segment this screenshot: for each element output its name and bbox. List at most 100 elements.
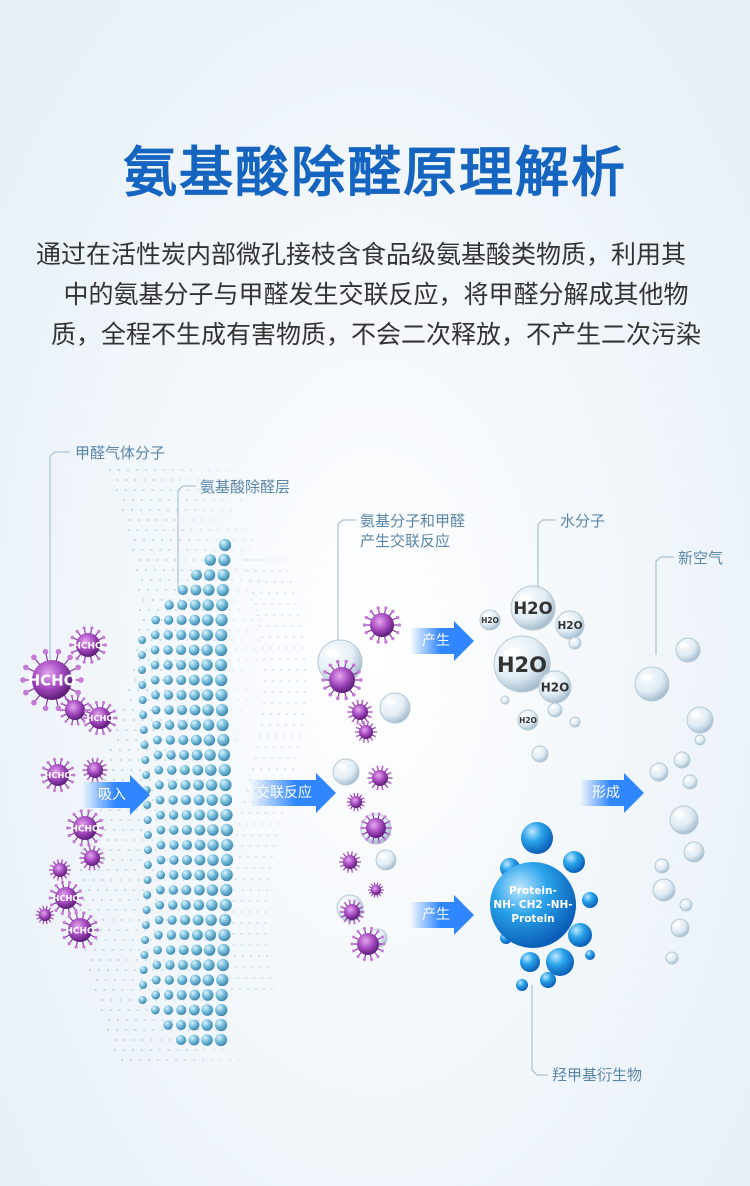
bead — [205, 914, 217, 926]
bead — [143, 831, 152, 839]
bead — [169, 840, 179, 850]
bead — [165, 960, 175, 970]
bead — [150, 645, 160, 655]
arrow-form-label: 形成 — [580, 780, 624, 806]
bead — [165, 945, 176, 955]
blue-ball-icon — [585, 950, 595, 960]
bead — [220, 838, 234, 852]
leader-line — [337, 519, 356, 525]
bead — [140, 741, 149, 749]
bead — [163, 690, 174, 700]
bead — [181, 869, 192, 881]
bead — [156, 825, 166, 835]
bead — [203, 959, 215, 971]
bead — [194, 854, 206, 866]
bead — [218, 763, 231, 777]
formaldehyde-virus-icon: HCHO — [48, 880, 84, 916]
bead — [153, 945, 162, 955]
bead — [207, 839, 219, 851]
protein-text: Protein- — [509, 885, 557, 897]
bead — [181, 884, 192, 896]
bead — [201, 644, 213, 656]
description-line: 中的氨基分子与甲醛发生交联反应，将甲醛分解成其他物 — [63, 280, 689, 309]
bead — [189, 614, 201, 626]
bead — [176, 674, 187, 686]
bead — [204, 929, 217, 941]
bead — [141, 756, 150, 764]
bead — [180, 914, 191, 926]
bead — [140, 951, 149, 959]
bead — [150, 660, 160, 670]
bead — [163, 615, 174, 625]
bead — [163, 990, 174, 1000]
leader-line — [177, 485, 196, 491]
bead — [152, 720, 161, 730]
formaldehyde-virus-icon: HCHO — [20, 648, 84, 712]
bead — [169, 855, 179, 865]
bead — [216, 973, 229, 987]
air-bubble-icon — [694, 734, 706, 746]
air-bubble-icon — [634, 666, 670, 702]
bead — [150, 1005, 160, 1015]
bead — [201, 614, 214, 626]
bead — [176, 614, 187, 626]
bead — [153, 750, 163, 760]
bead — [190, 734, 202, 746]
bead — [142, 906, 151, 914]
arrow-absorb: 吸入 — [82, 775, 150, 815]
bead — [163, 675, 173, 685]
protein-text: Protein — [511, 913, 554, 925]
bubble-icon — [500, 695, 510, 705]
bead — [190, 584, 202, 596]
bead — [215, 1003, 228, 1017]
formaldehyde-virus-icon: HCHO — [68, 626, 108, 664]
bead — [181, 809, 192, 821]
derivative-molecule: Protein-NH- CH2 -NH-Protein — [490, 822, 598, 991]
bead — [192, 914, 204, 926]
air-bubble-icon — [649, 762, 669, 782]
bead — [177, 959, 188, 971]
bead — [191, 929, 203, 941]
bead — [218, 553, 231, 567]
bead — [189, 689, 200, 701]
air-bubble-icon — [665, 951, 679, 965]
bead — [201, 689, 214, 701]
air-bubble-icon — [652, 878, 676, 902]
h2o-text: H2O — [519, 716, 537, 725]
bead — [138, 636, 147, 644]
protein-ball-icon — [490, 862, 576, 948]
bead — [204, 749, 216, 761]
bead — [193, 884, 205, 896]
bead — [194, 869, 206, 881]
bead — [202, 719, 215, 731]
arrow-head-icon — [624, 773, 644, 813]
bead — [207, 854, 219, 866]
hcho-text: HCHO — [45, 770, 72, 780]
description: 通过在活性炭内部微孔接枝含食品级氨基酸类物质，利用其 中的氨基分子与甲醛发生交联… — [36, 235, 716, 355]
reacting-molecules — [317, 606, 411, 962]
air-bubble-icon — [670, 918, 690, 938]
bead — [189, 974, 201, 986]
bead — [194, 824, 206, 836]
bead — [214, 1018, 228, 1032]
bead — [165, 735, 176, 745]
air-bubble-icon — [683, 841, 705, 863]
bead — [217, 568, 230, 582]
bead — [203, 734, 216, 746]
bead — [167, 780, 178, 790]
bead — [166, 930, 177, 940]
bead — [169, 825, 179, 835]
bead — [188, 1019, 200, 1031]
air-bubble-icon — [673, 751, 691, 769]
bead — [176, 989, 187, 1001]
bead — [138, 696, 147, 704]
bead — [202, 704, 214, 716]
bead — [143, 861, 152, 869]
air-bubble-icon — [686, 706, 714, 734]
bead — [201, 1004, 214, 1016]
bead — [178, 944, 189, 956]
h2o-text: H2O — [557, 620, 582, 632]
label-crosslink-line: 产生交联反应 — [360, 532, 451, 550]
bead — [188, 659, 200, 671]
